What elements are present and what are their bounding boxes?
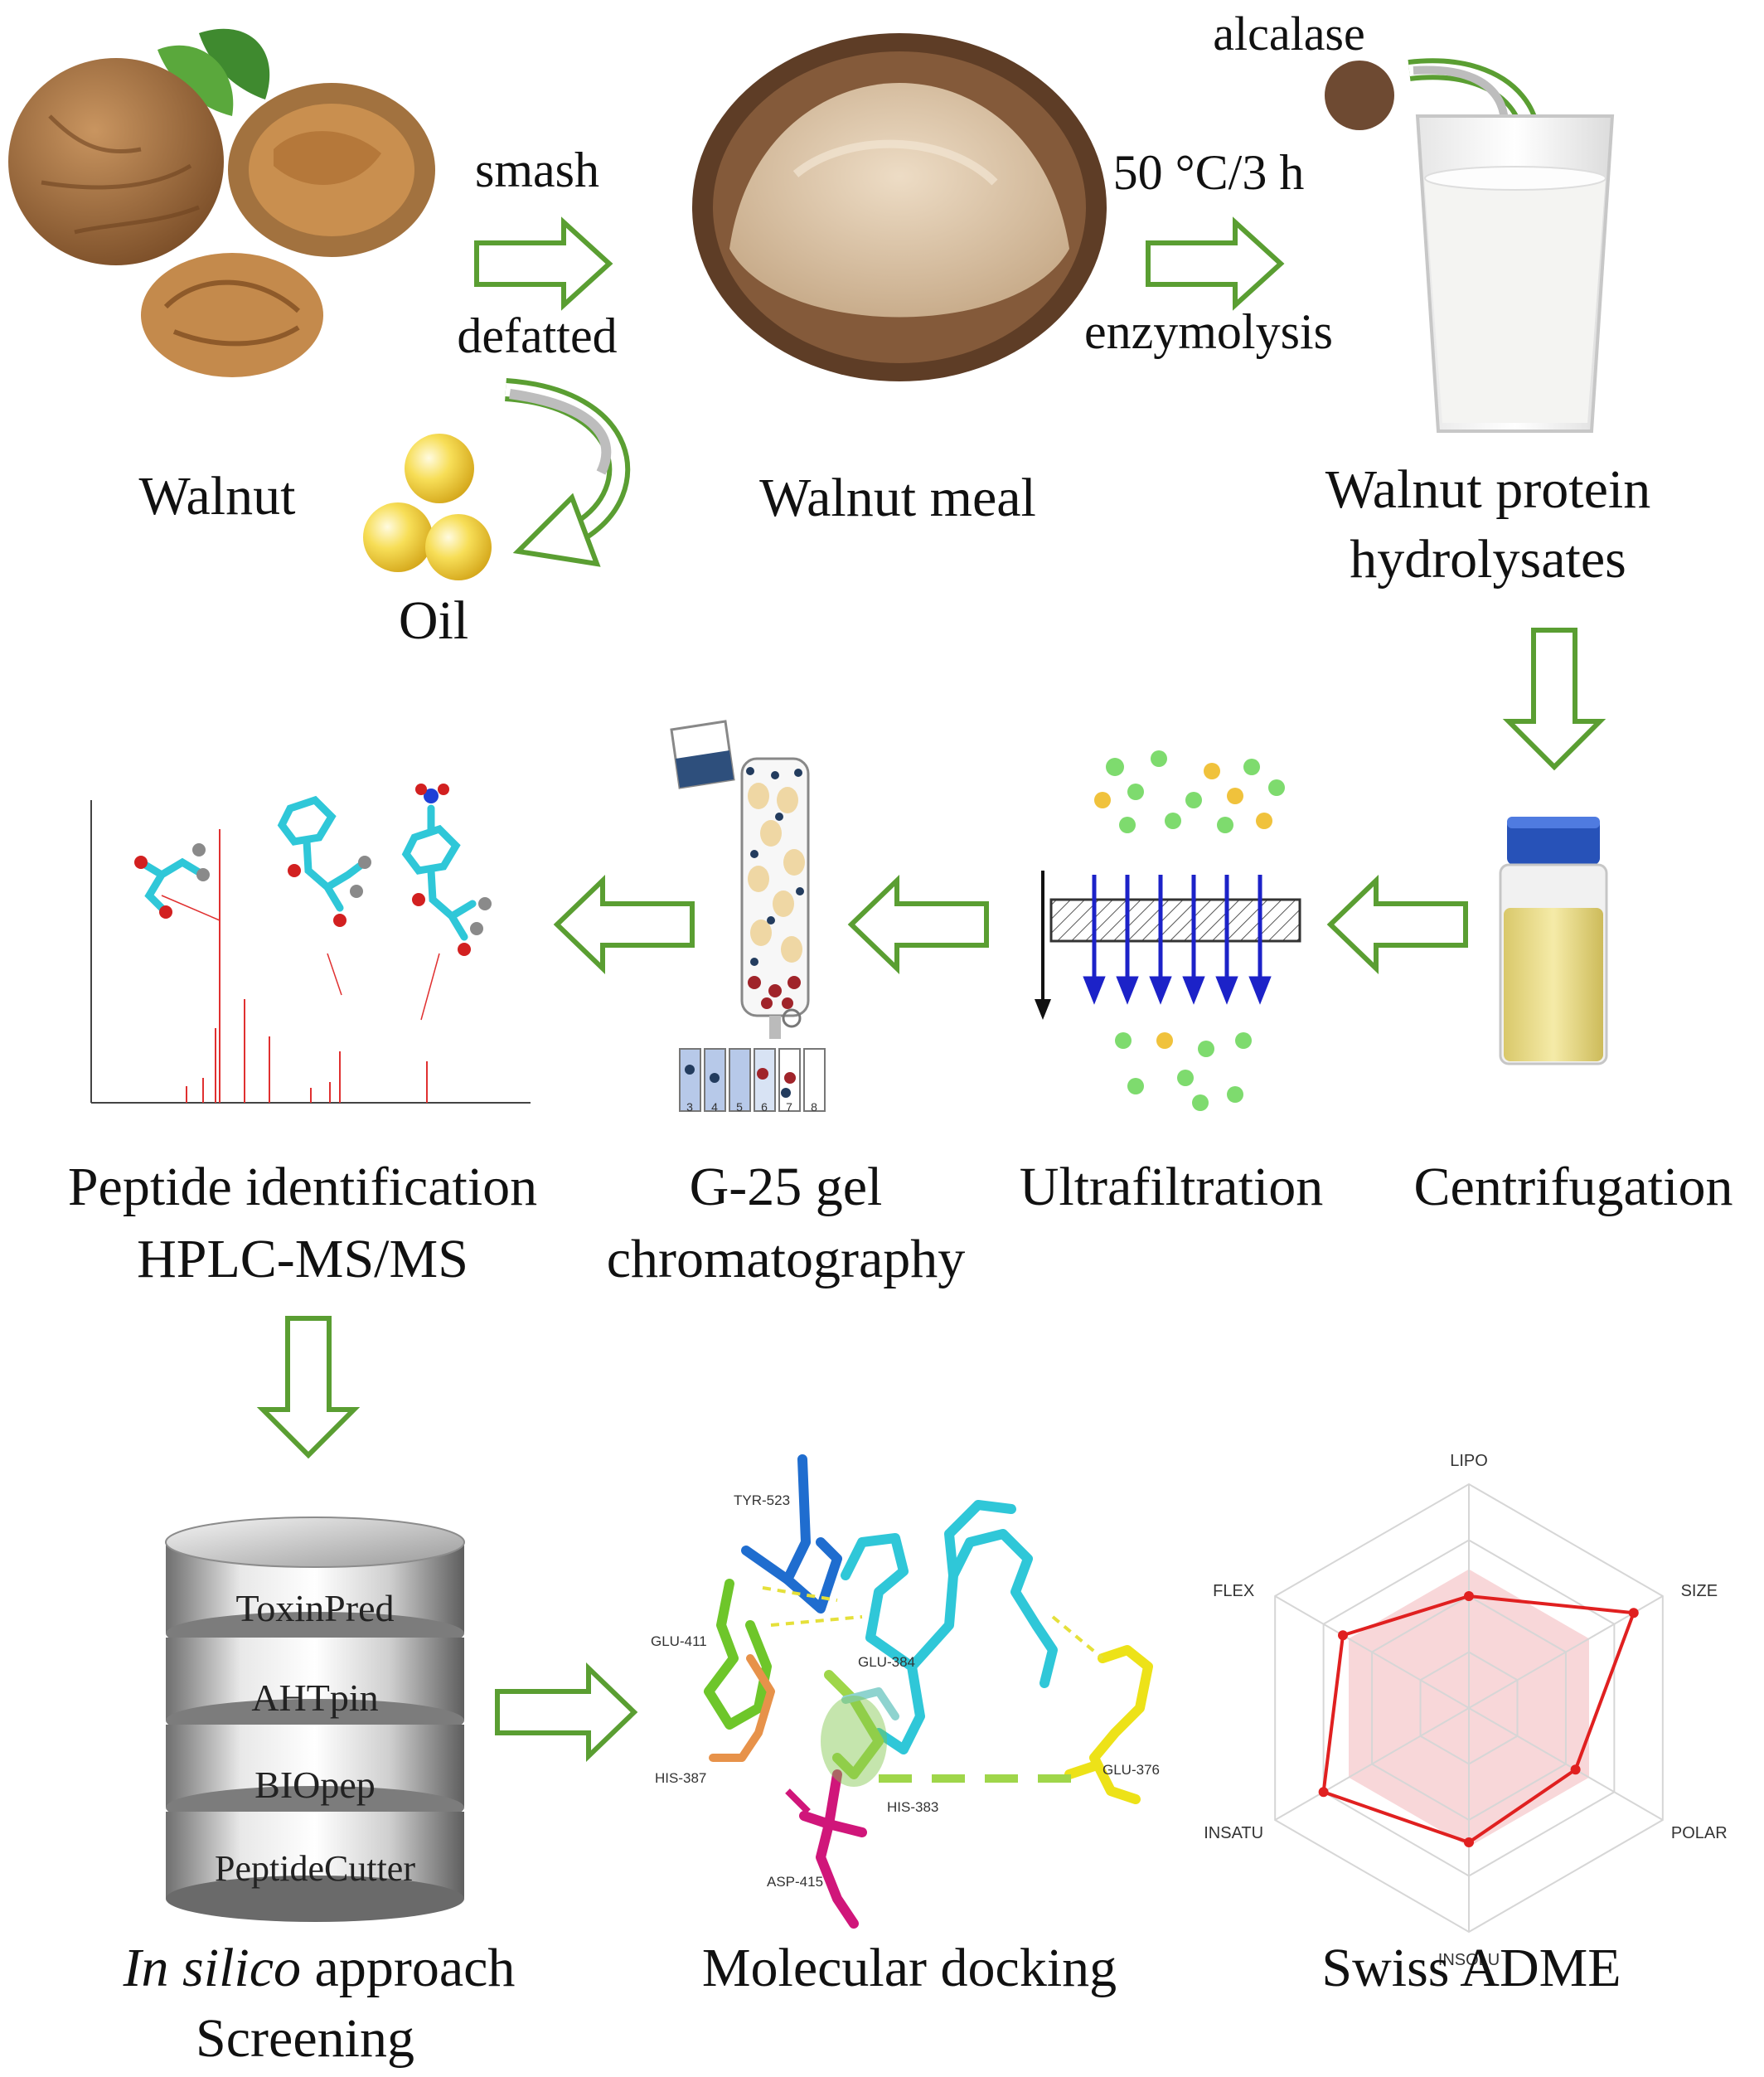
- walnut-image: [8, 28, 435, 377]
- particles-top: [1094, 750, 1285, 833]
- molecule-3: [401, 784, 492, 956]
- smash-label: smash: [475, 143, 599, 197]
- arrow-right-icon: [1146, 216, 1285, 311]
- tube-number: 6: [761, 1100, 768, 1114]
- radar-value-point: [1464, 1837, 1474, 1847]
- docking-image: [704, 1454, 1153, 1929]
- database-stack-image: ToxinPred AHTpin BIOpep PeptideCutter: [165, 1517, 465, 1922]
- particles-bottom: [1115, 1032, 1252, 1111]
- radar-axis-label: INSOLU: [1438, 1951, 1500, 1969]
- radar-axis-label: INSATU: [1204, 1824, 1263, 1842]
- radar-axis-label: SIZE: [1681, 1582, 1718, 1600]
- walnut-meal-label: Walnut meal: [759, 468, 1036, 528]
- oil-droplets-icon: [363, 434, 492, 580]
- radar-axis-label: POLAR: [1671, 1824, 1728, 1842]
- database-disk: ToxinPred: [165, 1517, 465, 1655]
- gel-column-image: 3 4 5 6 7 8: [670, 720, 826, 1114]
- defatted-label: defatted: [457, 308, 617, 363]
- radar-spoke: [1468, 1707, 1664, 1821]
- arrow-right-icon: [474, 216, 613, 311]
- adme-label: Swiss ADME: [1321, 1938, 1621, 1998]
- database-label-biopep: BIOpep: [254, 1764, 376, 1806]
- radar-value-point: [1464, 1591, 1474, 1601]
- database-label-toxinpred: ToxinPred: [236, 1587, 395, 1629]
- molecule-1: [134, 843, 210, 919]
- radar-axis-label: LIPO: [1450, 1452, 1488, 1470]
- adme-radar-chart: LIPO SIZE POLAR INSOLU INSATU FLEX: [1204, 1452, 1727, 1969]
- database-label-ahtpin: AHTpin: [251, 1677, 378, 1719]
- mass-spectrum-image: [90, 784, 531, 1104]
- arrow-left-icon: [847, 874, 989, 975]
- residue-label: GLU-376: [1102, 1762, 1160, 1778]
- centrifuge-vial-image: [1499, 817, 1608, 1065]
- insilico-label: In silico approach: [123, 1938, 516, 1998]
- radar-value-point: [1570, 1764, 1581, 1775]
- radar-value-point: [1628, 1608, 1639, 1618]
- leaf-icon: [199, 28, 270, 99]
- milk-glass-image: [1415, 114, 1615, 433]
- residue-label: HIS-383: [887, 1799, 938, 1815]
- molecule-2: [277, 795, 371, 927]
- alcalase-label: alcalase: [1213, 7, 1365, 61]
- radar-value-point: [1318, 1787, 1329, 1798]
- database-disk: PeptideCutter: [166, 1812, 464, 1922]
- radar-axis-label: FLEX: [1213, 1582, 1254, 1600]
- residue-label: GLU-384: [858, 1654, 915, 1670]
- tube-number: 3: [686, 1100, 693, 1114]
- oil-label: Oil: [399, 590, 468, 651]
- database-label-peptidecutter: PeptideCutter: [215, 1848, 415, 1889]
- residue-label: GLU-411: [651, 1633, 707, 1649]
- walnut-meal-image: [692, 33, 1107, 381]
- arrow-left-icon: [553, 874, 695, 975]
- screening-label: Screening: [196, 2008, 414, 2069]
- walnut-label: Walnut: [139, 466, 296, 527]
- collection-tubes: [679, 1048, 826, 1112]
- filter-arrows: [1083, 875, 1272, 1005]
- arrow-down-icon: [256, 1316, 361, 1459]
- tube-number: 5: [736, 1100, 743, 1114]
- spectrum-peaks: [186, 829, 428, 1103]
- arrow-left-icon: [1326, 874, 1468, 975]
- residue-label: HIS-387: [655, 1770, 706, 1786]
- condition-label: 50 °C/3 h: [1113, 145, 1305, 200]
- enzymolysis-label: enzymolysis: [1084, 304, 1333, 359]
- peptide-label-line1: Peptide identification: [68, 1157, 537, 1217]
- centrifugation-label: Centrifugation: [1414, 1157, 1733, 1217]
- peptide-label-line2: HPLC-MS/MS: [137, 1229, 468, 1289]
- tube-number: 8: [811, 1100, 817, 1114]
- gel-label-line2: chromatography: [607, 1229, 966, 1289]
- hydrolysate-label-line1: Walnut protein: [1325, 459, 1650, 520]
- arrow-right-icon: [495, 1662, 638, 1763]
- insilico-rest: approach: [301, 1938, 515, 1998]
- radar-spoke: [1274, 1707, 1470, 1821]
- curved-arrow-icon: [504, 378, 631, 567]
- residue-label: ASP-415: [767, 1874, 823, 1890]
- ultrafiltration-image: [1035, 750, 1301, 1111]
- hydrolysate-label-line2: hydrolysates: [1350, 529, 1626, 590]
- tube-number: 4: [711, 1100, 718, 1114]
- ultrafiltration-label: Ultrafiltration: [1020, 1157, 1324, 1217]
- residue-label: TYR-523: [734, 1492, 790, 1508]
- insilico-italic: In silico: [123, 1938, 301, 1998]
- gel-label-line1: G-25 gel: [690, 1157, 883, 1217]
- radar-spoke: [1274, 1595, 1470, 1709]
- tube-number: 7: [786, 1100, 792, 1114]
- arrow-down-icon: [1502, 628, 1606, 771]
- radar-value-point: [1338, 1630, 1349, 1641]
- alcalase-powder-icon: [1325, 61, 1394, 130]
- docking-label: Molecular docking: [702, 1938, 1117, 1998]
